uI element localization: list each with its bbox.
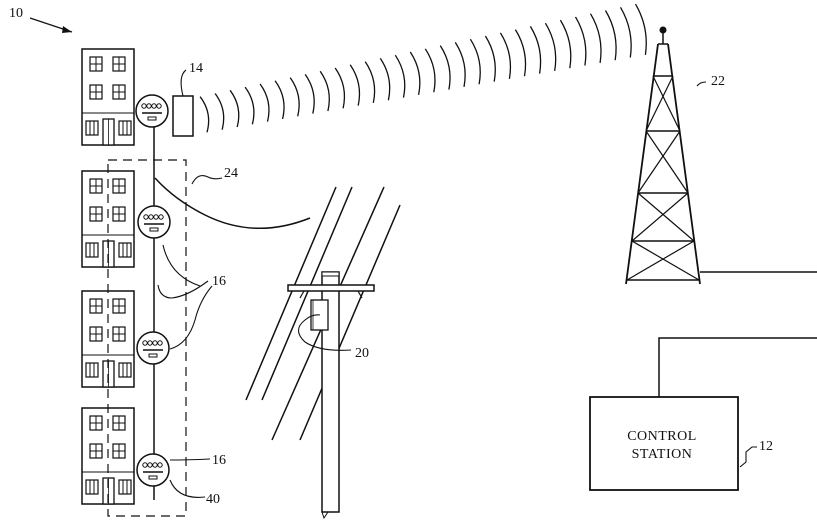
ref-meters: 16 <box>212 274 226 289</box>
ref-system: 10 <box>9 6 23 21</box>
radio-wave-arc <box>559 19 572 69</box>
system-ref-arrow <box>29 17 73 33</box>
radio-wave-arc <box>514 29 527 77</box>
radio-wave-arc <box>394 54 406 98</box>
radio-wave-arc <box>259 83 270 122</box>
radio-wave-arc <box>439 45 451 90</box>
leader-lines <box>157 69 757 498</box>
ref-power-line: 24 <box>224 166 238 181</box>
transmitter-box <box>172 95 194 137</box>
radio-wave-arc <box>214 93 225 130</box>
power-line <box>154 177 311 230</box>
radio-wave-arc <box>454 42 466 88</box>
radio-wave-arc <box>529 26 542 74</box>
control-station-link <box>658 337 817 397</box>
radio-wave-arc <box>484 35 496 82</box>
control-station-label-line1: CONTROL <box>627 429 697 444</box>
radio-wave-arc <box>574 16 587 66</box>
radio-wave-arc <box>589 13 602 63</box>
radio-wave-arc <box>349 64 361 106</box>
radio-wave-arc <box>199 96 210 133</box>
radio-wave-arc <box>409 51 421 96</box>
radio-wave-arc <box>499 32 512 80</box>
radio-wave-arc <box>274 80 285 120</box>
radio-wave-arc <box>334 67 346 109</box>
meter-1 <box>135 94 169 128</box>
meter-4 <box>136 453 170 487</box>
radio-wave-arc <box>289 77 300 117</box>
ref-tower: 22 <box>711 74 725 89</box>
ref-transformer: 20 <box>355 346 369 361</box>
radio-wave-arc <box>379 58 391 101</box>
meter-2 <box>137 205 171 239</box>
ref-meter-label: 40 <box>206 492 220 507</box>
utility-pole <box>287 271 375 520</box>
radio-wave-arc <box>469 38 481 85</box>
building-1 <box>81 48 135 146</box>
control-station-label-line2: STATION <box>632 447 693 462</box>
radio-wave-arc <box>229 89 240 128</box>
radio-waves <box>199 3 647 133</box>
ref-transmitter: 14 <box>189 61 203 76</box>
radio-wave-arc <box>604 10 617 61</box>
ref-meter-bottom: 16 <box>212 453 226 468</box>
control-station-box <box>589 396 739 491</box>
radio-wave-arc <box>319 70 330 112</box>
transmission-tower <box>625 26 701 285</box>
radio-wave-arc <box>304 74 315 114</box>
radio-wave-arc <box>424 48 436 93</box>
radio-wave-arc <box>244 86 255 125</box>
radio-wave-arc <box>634 3 647 55</box>
meter-3 <box>136 331 170 365</box>
radio-wave-arc <box>364 61 376 104</box>
radio-wave-arc <box>619 6 632 58</box>
radio-wave-arc <box>544 22 557 72</box>
ref-control-station: 12 <box>759 439 773 454</box>
